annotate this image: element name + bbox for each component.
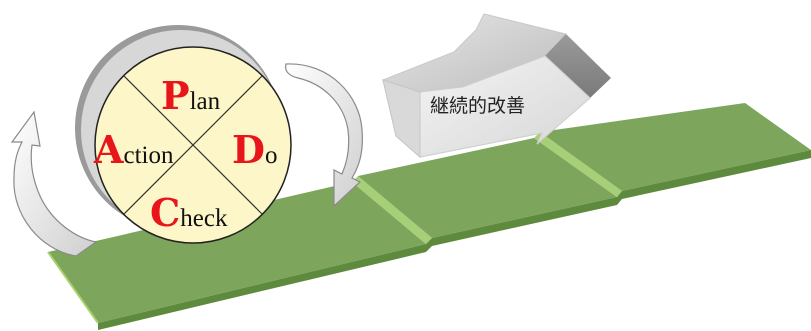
pdca-plan: Plan [161, 73, 221, 118]
continuous-improvement-arrow: 継続的改善 [381, 13, 611, 159]
pdca-action: Action [93, 127, 174, 172]
step-riser-1 [352, 176, 432, 244]
pdca-cycle: Plan Do Check Action [75, 25, 292, 244]
left-cycle-arrow [10, 110, 98, 257]
step-1-front-edge [98, 244, 426, 330]
pdca-divider-2 [123, 75, 263, 215]
step-2-top [358, 138, 617, 238]
step-riser-2 [534, 132, 622, 197]
pdca-do: Do [232, 127, 277, 172]
arrow-label: 継続的改善 [430, 95, 525, 117]
right-cycle-arrow [285, 63, 363, 208]
pdca-check: Check [150, 190, 228, 235]
step-1-top [48, 182, 426, 323]
cycle-arrows [10, 63, 363, 257]
improvement-staircase [47, 103, 811, 330]
step-3-top [540, 103, 811, 191]
